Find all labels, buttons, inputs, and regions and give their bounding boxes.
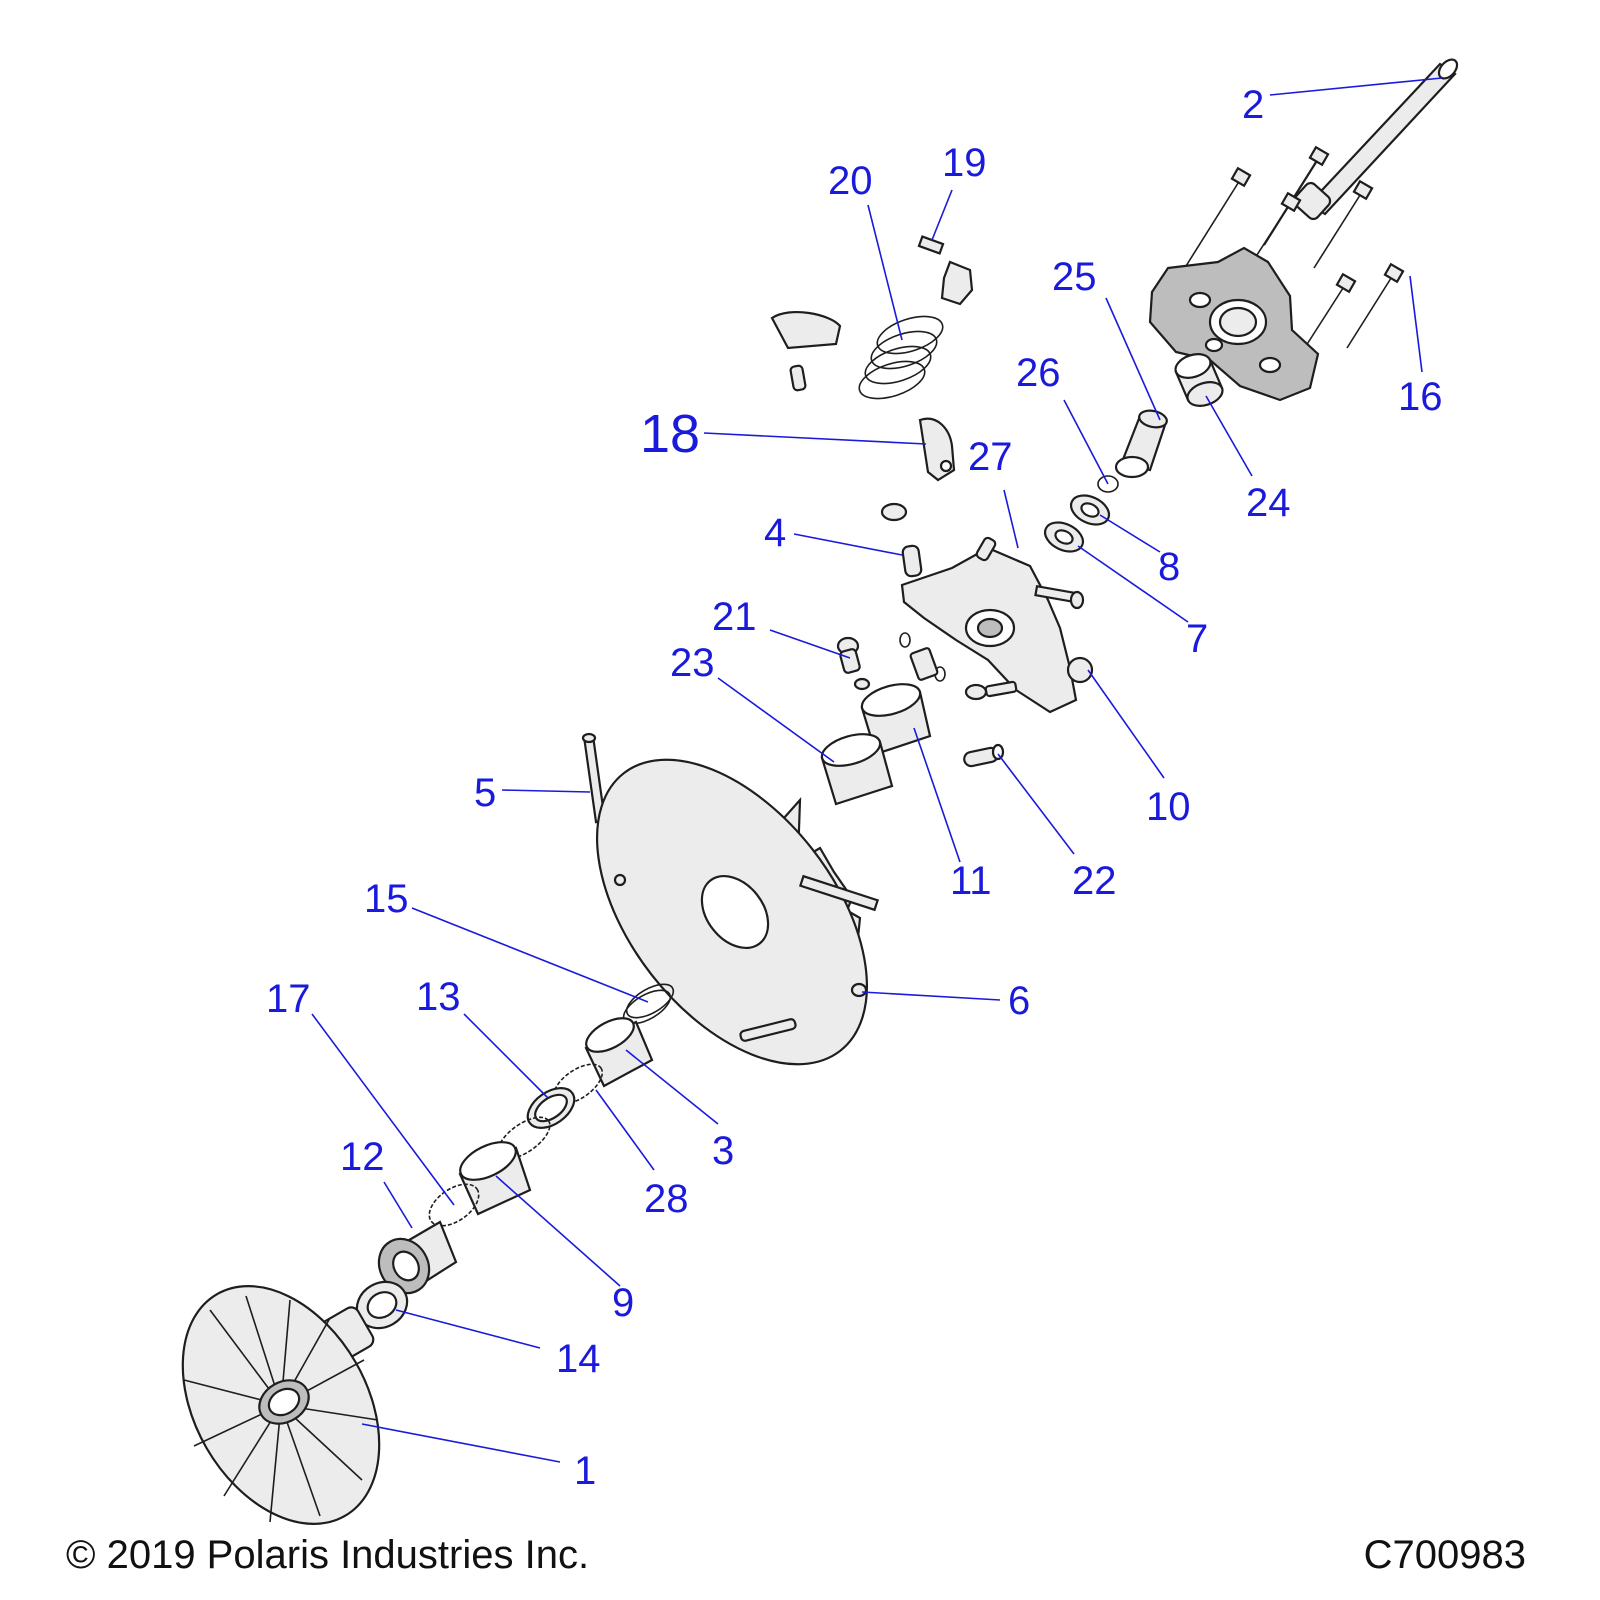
callout-10: 10 bbox=[1146, 785, 1191, 829]
part-26-o-ring bbox=[1097, 475, 1119, 493]
part-1-fixed-sheave bbox=[181, 1285, 381, 1525]
callout-12: 12 bbox=[340, 1135, 385, 1179]
callout-25: 25 bbox=[1052, 255, 1097, 299]
part-20-spring bbox=[858, 315, 944, 400]
callout-19: 19 bbox=[942, 141, 987, 185]
callout-22: 22 bbox=[1072, 859, 1117, 903]
moveable-sheave bbox=[595, 758, 880, 1066]
shift-weight-left bbox=[770, 310, 842, 392]
part-9-bushing bbox=[458, 1141, 532, 1216]
part-13-seal bbox=[526, 1087, 576, 1129]
lower-pin bbox=[739, 1018, 797, 1042]
callout-24: 24 bbox=[1246, 481, 1291, 525]
callout-17: 17 bbox=[266, 977, 311, 1021]
callout-23: 23 bbox=[670, 641, 715, 685]
callout-5: 5 bbox=[474, 771, 496, 815]
part-7-washer bbox=[1043, 521, 1085, 553]
part-14-ring bbox=[355, 1280, 409, 1330]
part-24-bushing bbox=[1174, 353, 1224, 407]
part-12-hub bbox=[377, 1220, 458, 1295]
spider-plate bbox=[1148, 246, 1320, 402]
callout-11: 11 bbox=[950, 859, 992, 903]
callout-labels: 2 19 20 25 16 18 26 24 27 8 7 4 21 23 10… bbox=[266, 83, 1443, 1493]
part-19-pin bbox=[917, 235, 974, 306]
callout-28: 28 bbox=[644, 1177, 689, 1221]
copyright-notice: © 2019 Polaris Industries Inc. bbox=[66, 1533, 590, 1577]
callout-4: 4 bbox=[764, 511, 786, 555]
callout-8: 8 bbox=[1158, 545, 1180, 589]
part-21-roller bbox=[836, 632, 946, 691]
part-27-housing bbox=[880, 502, 1094, 714]
part-2-long-bolt bbox=[1292, 58, 1459, 221]
callout-21: 21 bbox=[712, 595, 757, 639]
callout-13: 13 bbox=[416, 975, 461, 1019]
part-6-nut bbox=[850, 982, 868, 998]
callout-2: 2 bbox=[1242, 83, 1264, 127]
callout-1: 1 bbox=[574, 1449, 596, 1493]
callout-27: 27 bbox=[968, 435, 1013, 479]
callout-15: 15 bbox=[364, 877, 409, 921]
callout-14: 14 bbox=[556, 1337, 601, 1381]
callout-6: 6 bbox=[1008, 979, 1030, 1023]
callout-18: 18 bbox=[640, 404, 700, 464]
callout-16: 16 bbox=[1398, 375, 1443, 419]
part-22-roller bbox=[963, 743, 1005, 768]
part-18-weight bbox=[918, 417, 956, 482]
part-8-washer bbox=[1069, 494, 1111, 526]
leader-lines bbox=[311, 77, 1443, 1463]
callout-3: 3 bbox=[712, 1129, 734, 1173]
part-25-sleeve bbox=[1114, 409, 1168, 479]
callout-20: 20 bbox=[828, 159, 873, 203]
part-23-bushing bbox=[820, 733, 894, 806]
drawing-number: C700983 bbox=[1363, 1533, 1526, 1577]
callout-7: 7 bbox=[1186, 617, 1208, 661]
callout-26: 26 bbox=[1016, 351, 1061, 395]
ring-lower bbox=[497, 1116, 551, 1160]
callout-9: 9 bbox=[612, 1281, 634, 1325]
part-16-bolts bbox=[1185, 145, 1405, 364]
